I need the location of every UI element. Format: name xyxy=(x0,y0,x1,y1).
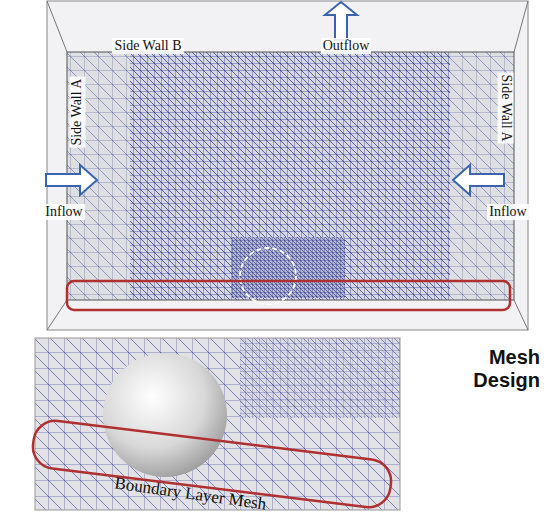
region-label: Inflow xyxy=(487,204,528,220)
region-label: Side Wall A xyxy=(70,76,86,147)
panel-title: Mesh Design xyxy=(460,346,540,392)
region-label: Inflow xyxy=(43,204,84,220)
region-label: Side Wall A xyxy=(498,72,514,143)
region-label: Outflow xyxy=(321,38,372,54)
region-label: Side Wall B xyxy=(112,38,183,54)
